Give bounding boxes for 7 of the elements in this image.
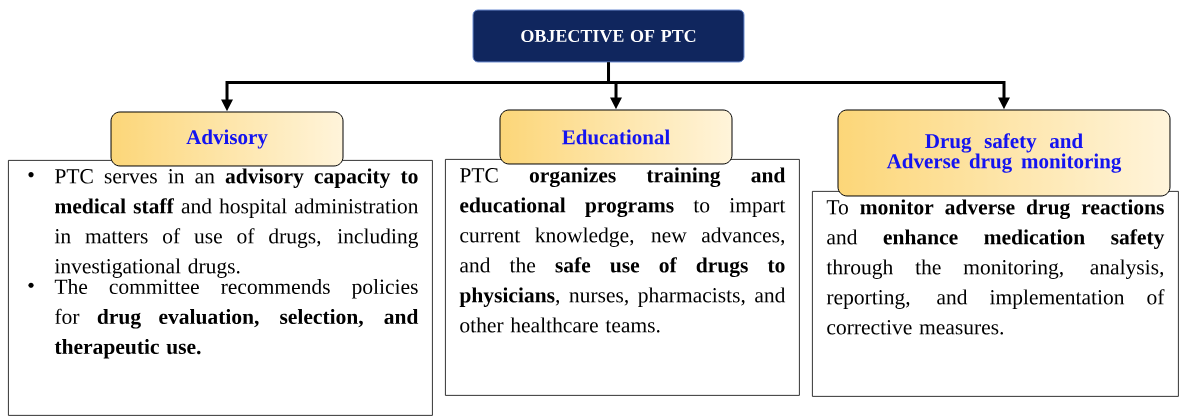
text-box: PTC serves in an advisory capacity to medical staff and hospital administration in matters of use of drugs, including investigational drugs. The committee recommends policies for drug evaluation, selection, and therapeutic use. — [8, 160, 433, 416]
category-box: Drug safety and Adverse drug monitoring — [837, 109, 1171, 197]
title-box: OBJECTIVE OF PTC — [472, 9, 745, 63]
category-box: Educational — [499, 109, 733, 165]
category-box: Advisory — [110, 111, 344, 167]
text-box: PTC organizes training and educational programs to impart current knowledge, new advances, and the safe use of drugs to physicians, nurses, pharmacists, and other healthcare teams. — [445, 159, 800, 396]
text-box: To monitor adverse drug reactions and enhance medication safety through the monitoring, analysis, reporting, and implementation of corrective measures. — [812, 191, 1179, 397]
